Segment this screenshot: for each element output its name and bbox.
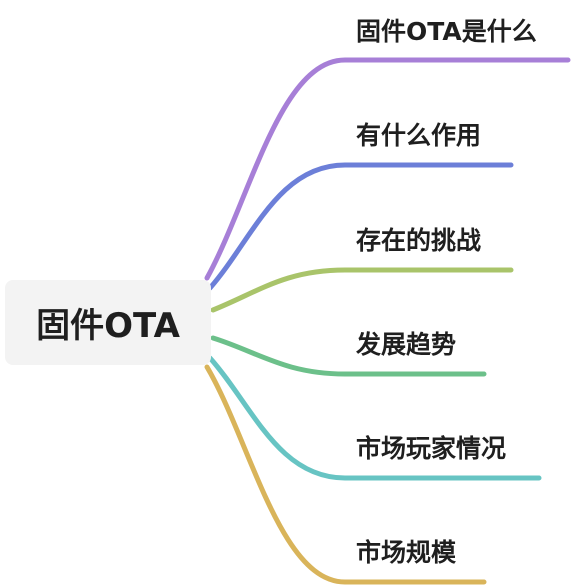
root-node[interactable]: 固件OTA <box>5 280 211 365</box>
connector-branch-1 <box>204 57 571 281</box>
connector-branch-2 <box>207 162 514 291</box>
branch-node-6[interactable]: 市场规模 <box>356 538 457 567</box>
branch-node-2[interactable]: 有什么作用 <box>356 121 482 150</box>
root-node-label: 固件OTA <box>36 306 180 346</box>
branch-node-4[interactable]: 发展趋势 <box>356 330 457 359</box>
branch-node-3[interactable]: 存在的挑战 <box>356 226 482 255</box>
connector-branch-5 <box>207 355 542 481</box>
connector-branch-4 <box>210 335 487 377</box>
branch-node-1[interactable]: 固件OTA是什么 <box>356 17 537 46</box>
connector-branch-6 <box>204 364 487 585</box>
branch-node-5[interactable]: 市场玩家情况 <box>356 434 507 463</box>
connector-branch-3 <box>210 267 514 313</box>
